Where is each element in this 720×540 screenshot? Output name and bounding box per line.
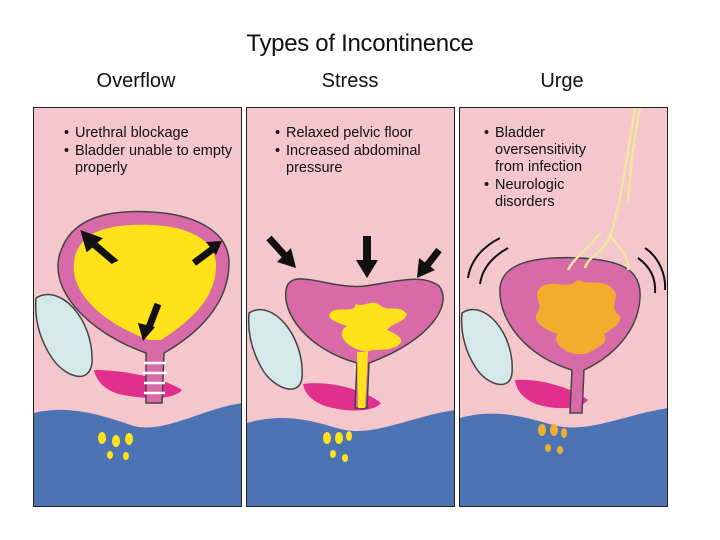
pelvic-floor [247,410,455,507]
overflow-panel: Urethral blockage Bladder unable to empt… [33,107,242,507]
note-neurologic-disorders: Neurologic disorders [484,177,604,211]
note-relaxed-pelvic-floor: Relaxed pelvic floor [275,125,451,142]
panel-title-stress: Stress [250,70,450,93]
panel-title-urge: Urge [462,70,662,93]
pelvic-floor [460,408,668,507]
stress-panel: Relaxed pelvic floor Increased abdominal… [246,107,455,507]
pressure-arrows [269,236,439,278]
pubic-bone [462,310,513,385]
note-urethral-blockage: Urethral blockage [64,125,236,142]
pelvic-floor [34,403,242,507]
pelvic-muscle [94,370,182,398]
panel-title-overflow: Overflow [36,70,236,93]
urge-panel: Bladder oversensitivity from infection N… [459,107,668,507]
pelvic-muscle [303,383,381,410]
stress-notes: Relaxed pelvic floor Increased abdominal… [275,125,451,178]
diagram-title: Types of Incontinence [0,30,720,58]
note-bladder-unable-to-empty: Bladder unable to empty properly [64,143,236,177]
note-increased-abdominal-pressure: Increased abdominal pressure [275,143,451,177]
note-bladder-oversensitivity: Bladder oversensitivity from infection [484,125,604,176]
urge-notes: Bladder oversensitivity from infection N… [484,125,604,212]
overflow-notes: Urethral blockage Bladder unable to empt… [64,125,236,178]
